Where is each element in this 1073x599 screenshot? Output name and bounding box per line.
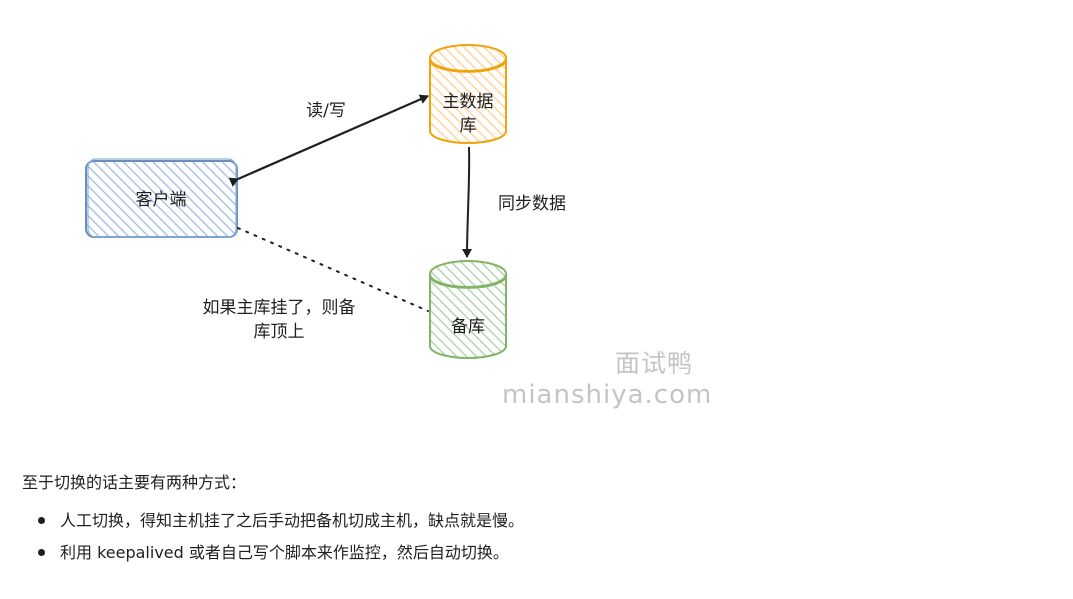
- intro-text: 至于切换的话主要有两种方式：: [22, 473, 247, 492]
- bullet-dot-icon: [38, 517, 45, 524]
- list-item-text: 人工切换，得知主机挂了之后手动把备机切成主机，缺点就是慢。: [60, 511, 525, 530]
- backup-db-node: 备库: [429, 260, 507, 359]
- primary-db-label-line1: 主数据: [443, 92, 494, 112]
- failover-connector: [237, 227, 429, 312]
- architecture-diagram: 客户端 主数据 库 备库 读/写 同步数据 如果主库挂了，则备 库顶上: [85, 44, 566, 359]
- bullet-list: 人工切换，得知主机挂了之后手动把备机切成主机，缺点就是慢。 利用 keepali…: [38, 508, 524, 572]
- client-label: 客户端: [136, 190, 187, 210]
- watermark-cn: 面试鸭: [615, 349, 694, 378]
- sync-arrow: [462, 146, 473, 258]
- failover-note-line1: 如果主库挂了，则备: [203, 298, 356, 318]
- read-write-arrow: [228, 94, 429, 187]
- failover-note-line2: 库顶上: [254, 322, 305, 342]
- primary-db-node: 主数据 库: [429, 44, 507, 144]
- bullet-dot-icon: [38, 549, 45, 556]
- client-node: 客户端: [85, 158, 238, 238]
- sync-label: 同步数据: [498, 194, 566, 214]
- primary-db-label-line2: 库: [460, 116, 477, 136]
- backup-db-label: 备库: [451, 317, 485, 337]
- list-item: 利用 keepalived 或者自己写个脚本来作监控，然后自动切换。: [38, 540, 524, 572]
- list-item-text: 利用 keepalived 或者自己写个脚本来作监控，然后自动切换。: [60, 543, 509, 562]
- read-write-label: 读/写: [306, 101, 346, 121]
- watermark-en: mianshiya.com: [502, 380, 713, 410]
- list-item: 人工切换，得知主机挂了之后手动把备机切成主机，缺点就是慢。: [38, 508, 524, 540]
